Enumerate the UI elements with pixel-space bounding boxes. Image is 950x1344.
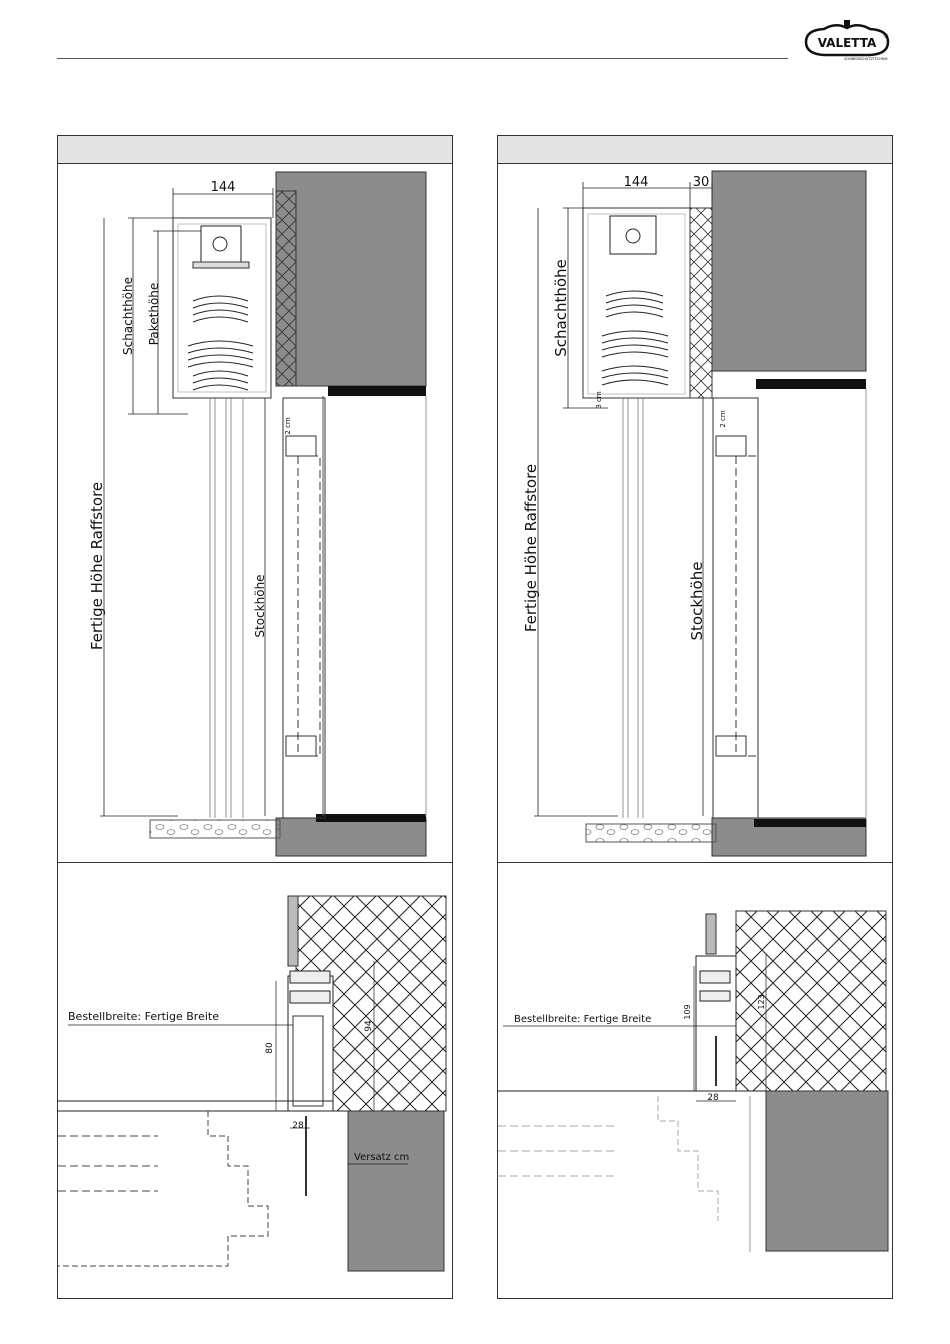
schachthoehe-label: Schachthöhe: [552, 259, 570, 357]
lintel-black: [756, 379, 866, 389]
ground: [586, 824, 716, 842]
stockhoehe-label: Stockhöhe: [253, 574, 267, 637]
wall-upper: [712, 171, 866, 371]
headrail: [610, 216, 656, 254]
sill-black: [754, 819, 866, 827]
bestellbreite-label: Bestellbreite: Fertige Breite: [68, 1010, 219, 1023]
dim-30-label: 30: [693, 175, 710, 190]
slat-package: [602, 291, 668, 385]
wall-upper: [276, 172, 426, 386]
dim-28-label: 28: [292, 1121, 304, 1131]
dim-28-label: 28: [707, 1093, 719, 1103]
left-section-drawing: 144 Schachthöhe Pakethöhe Fertige Höhe R…: [58, 136, 454, 1300]
brand-reg: ®: [883, 33, 889, 40]
valetta-logo: VALETTA ® SONNENSCHUTZTECHNIK: [800, 18, 894, 62]
brand-tagline: SONNENSCHUTZTECHNIK: [844, 57, 888, 61]
headrail: [201, 226, 241, 262]
detail-wall: [766, 1091, 888, 1251]
insulation: [276, 191, 296, 386]
window-frame: [283, 398, 325, 818]
ground: [150, 820, 280, 838]
brand-name: VALETTA: [818, 36, 877, 50]
dim-109-label: 109: [683, 1004, 692, 1019]
schachthoehe-label: Schachthöhe: [121, 277, 135, 355]
dim-123-label: 123: [757, 994, 766, 1009]
fertige-hoehe-label: Fertige Höhe Raffstore: [522, 464, 540, 632]
bestellbreite-label: Bestellbreite: Fertige Breite: [514, 1014, 651, 1025]
sill-black: [316, 814, 426, 822]
insulation: [690, 208, 712, 398]
gap-2cm-label: 2 cm: [284, 417, 292, 435]
versatz-label: Versatz cm: [354, 1152, 409, 1163]
dim-80-label: 80: [265, 1042, 275, 1054]
gap-3cm-label: 3 cm: [595, 391, 603, 409]
slat-package: [188, 296, 253, 390]
left-panel: 144 Schachthöhe Pakethöhe Fertige Höhe R…: [57, 135, 453, 1299]
dim-144-label: 144: [624, 175, 649, 190]
dim-144-label: 144: [211, 180, 236, 195]
fertige-hoehe-label: Fertige Höhe Raffstore: [88, 482, 106, 650]
lintel-black: [328, 386, 426, 396]
detail-wall: [348, 1111, 444, 1271]
right-section-drawing: 144 30 Schachthöhe Fertige Höhe Raffstor…: [498, 136, 894, 1300]
right-panel: 144 30 Schachthöhe Fertige Höhe Raffstor…: [497, 135, 893, 1299]
gap-2cm-label: 2 cm: [719, 410, 727, 428]
wall-lower: [276, 818, 426, 856]
dim-94-label: 94: [364, 1020, 374, 1032]
pakethoehe-label: Pakethöhe: [147, 283, 161, 346]
header-rule: [57, 58, 788, 59]
left-detail: Bestellbreite: Fertige Breite 80 94 28 V…: [58, 896, 446, 1271]
stockhoehe-label: Stockhöhe: [688, 562, 706, 641]
right-detail: Bestellbreite: Fertige Breite 109 123 28: [498, 911, 888, 1252]
